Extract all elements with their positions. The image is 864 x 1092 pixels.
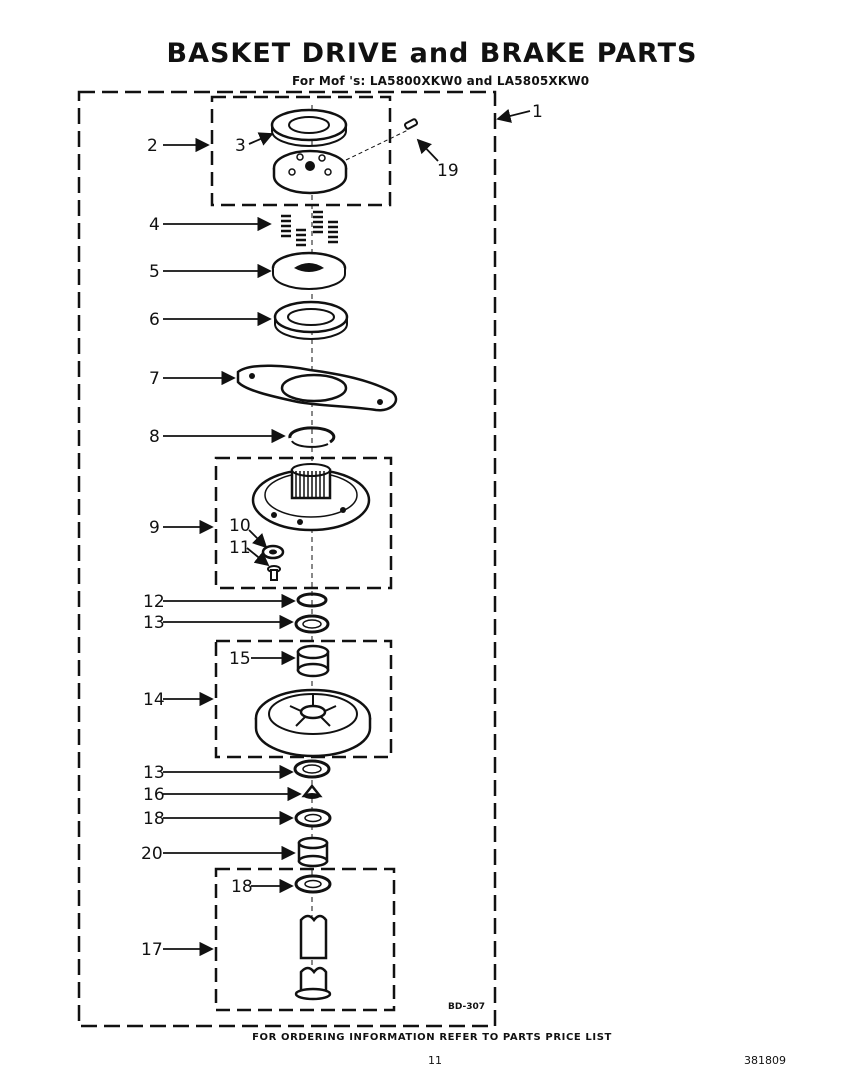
part-10-washer [261,544,285,560]
callout-3: 3 [235,136,246,156]
callout-5: 5 [149,262,160,282]
ordering-info: FOR ORDERING INFORMATION REFER TO PARTS … [252,1032,612,1043]
document-code: 381809 [744,1054,786,1067]
callout-8: 8 [149,427,160,447]
group-box-17 [214,867,396,1012]
part-9-brake-hub [251,463,371,532]
callout-18-upper: 18 [143,809,165,829]
callout-14: 14 [143,690,165,710]
callout-17: 17 [141,940,163,960]
callout-13-lower: 13 [143,763,165,783]
callout-6: 6 [149,310,160,330]
part-18-bearing-lower [294,874,332,894]
callout-16: 16 [143,785,165,805]
group-box-14 [214,639,393,759]
callout-11: 11 [229,538,251,558]
part-2-hub-plate [272,149,348,195]
part-13-washer-lower [293,759,331,779]
callout-18-lower: 18 [231,877,253,897]
callout-7: 7 [149,369,160,389]
part-15-bearing [296,644,330,678]
part-4-springs [281,210,338,247]
group-box-2 [210,95,392,207]
part-5-spring-plate [271,251,347,290]
part-3-washer [270,108,348,147]
part-16-cone [301,783,323,799]
part-18-bearing-upper [294,808,332,828]
part-7-bracket [236,364,398,412]
callout-15: 15 [229,649,251,669]
callout-arrows [163,108,531,957]
group-box-9 [214,456,393,590]
part-11-screw [267,565,281,581]
part-6-ring [273,300,349,340]
assembly-outline [77,90,497,1028]
part-20-bushing [297,836,329,868]
drawing-reference: BD-307 [448,1002,486,1012]
callout-1: 1 [532,102,543,122]
part-14-pulley [254,688,372,758]
part-8-snap-ring [288,426,336,448]
callout-13-upper: 13 [143,613,165,633]
part-13-washer-upper [294,614,330,634]
part-17-drive-tube [294,914,332,1001]
callout-9: 9 [149,518,160,538]
part-19-pin [345,118,419,161]
callout-4: 4 [149,215,160,235]
callout-12: 12 [143,592,165,612]
callout-2: 2 [147,136,158,156]
callout-19: 19 [437,161,459,181]
page-number: 11 [428,1054,442,1067]
page-title: BASKET DRIVE and BRAKE PARTS [166,38,698,69]
callout-20: 20 [141,844,163,864]
model-subtitle: For Mof 's: LA5800XKW0 and LA5805XKW0 [292,74,590,88]
callout-10: 10 [229,516,251,536]
part-12-retaining-ring [296,592,328,608]
